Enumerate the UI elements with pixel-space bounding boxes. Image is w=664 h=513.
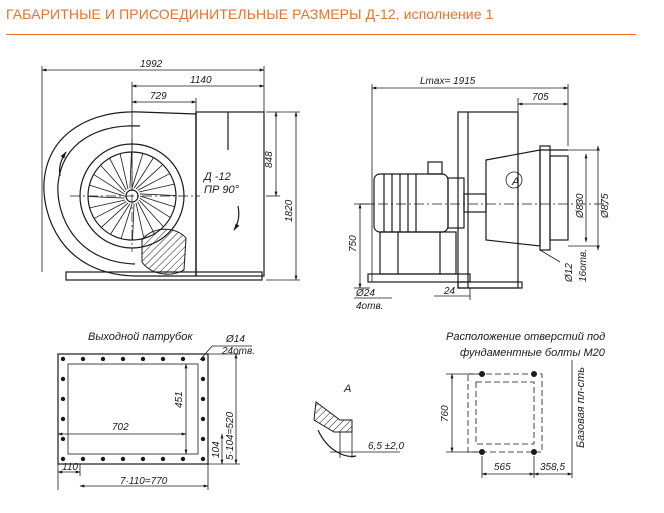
dim-702: 702 — [112, 422, 129, 433]
impeller-blade — [120, 203, 133, 239]
detail-a-view: A 6,5 ±2,0 — [313, 383, 405, 458]
dim-d830: Ø830 — [575, 193, 586, 219]
rotation-label: ПР 90° — [204, 184, 240, 196]
dim-d24: Ø24 — [355, 288, 375, 299]
dim-1820: 1820 — [284, 199, 295, 222]
bolt-hole — [80, 456, 86, 462]
bolt-hole — [180, 456, 186, 462]
impeller-blade — [135, 202, 145, 239]
impeller-blade — [93, 201, 127, 219]
dim-760: 760 — [440, 405, 451, 422]
impeller-blade — [93, 174, 125, 195]
impeller-blade — [137, 173, 171, 191]
title-underline — [6, 34, 636, 35]
bolt-hole — [60, 456, 66, 462]
dim-16holes: 16отв. — [578, 249, 589, 282]
outlet-caption: Выходной патрубок — [88, 331, 193, 343]
foundation-caption-1: Расположение отверстий под — [446, 331, 605, 343]
dim-d12: Ø12 — [564, 263, 575, 283]
impeller-blade — [131, 153, 144, 189]
impeller-blade — [89, 184, 125, 197]
bolt-hole — [120, 456, 126, 462]
dim-848: 848 — [264, 151, 275, 168]
dim-729: 729 — [150, 91, 167, 102]
detail-a-dim: 6,5 ±2,0 — [368, 441, 405, 452]
dim-104: 104 — [211, 441, 222, 458]
impeller-blade — [110, 203, 131, 235]
dim-7x110: 7·110=770 — [120, 476, 168, 487]
impeller-blade — [133, 157, 154, 189]
bolt-hole — [60, 396, 66, 402]
outlet-flange-view: Выходной патрубок Ø14 24отв. 451 702 104… — [57, 331, 255, 490]
impeller-blade — [139, 193, 177, 196]
detail-a-label: A — [343, 383, 351, 395]
impeller-blade — [138, 183, 175, 193]
dim-24: 24 — [443, 286, 456, 297]
dim-d875: Ø875 — [600, 193, 611, 219]
impeller-blade — [138, 199, 164, 228]
bolt-hole — [140, 456, 146, 462]
impeller-blade — [100, 164, 126, 193]
dim-1140: 1140 — [190, 75, 212, 86]
dim-565: 565 — [494, 462, 511, 473]
bolt-hole — [180, 356, 186, 362]
bolt-hole — [200, 436, 206, 442]
bolt-hole — [60, 416, 66, 422]
dim-d14: Ø14 — [225, 334, 245, 345]
impeller-blade — [132, 203, 135, 241]
bolt-hole — [80, 356, 86, 362]
dim-705: 705 — [532, 92, 549, 103]
impeller-blade — [119, 153, 129, 190]
bolt-hole — [200, 356, 206, 362]
front-view: 1992 1140 729 848 1820 Д -12 ПР 90° — [41, 59, 300, 281]
bolt-hole — [120, 356, 126, 362]
foundation-view: Расположение отверстий под фундаментные … — [440, 331, 606, 478]
bolt-hole — [100, 356, 106, 362]
section-mark-a: A — [511, 176, 519, 188]
dim-750: 750 — [348, 235, 359, 252]
model-label: Д -12 — [202, 171, 231, 183]
bolt-hole — [160, 356, 166, 362]
impeller-blade — [87, 196, 125, 199]
foundation-caption-2: фундаментные болты М20 — [460, 347, 606, 359]
bolt-hole — [200, 396, 206, 402]
page-title: ГАБАРИТНЫЕ И ПРИСОЕДИНИТЕЛЬНЫЕ РАЗМЕРЫ Д… — [6, 6, 494, 22]
bolt-hole — [200, 416, 206, 422]
dim-358-5: 358,5 — [540, 462, 565, 473]
dim-lmax: Lmax= 1915 — [420, 76, 476, 87]
dim-24holes: 24отв. — [221, 346, 255, 357]
impeller-blade — [135, 164, 164, 190]
impeller-blade — [109, 157, 127, 191]
bolt-hole — [100, 456, 106, 462]
impeller-blade — [89, 199, 126, 209]
impeller-blade — [129, 151, 132, 189]
bolt-hole — [140, 356, 146, 362]
side-view: A Lmax= 1915 705 750 Ø24 4отв. 24 Ø830 Ø… — [348, 76, 611, 312]
dim-451: 451 — [174, 391, 185, 408]
impeller-blade — [139, 197, 171, 218]
impeller-blade — [137, 201, 155, 235]
bolt-hole — [60, 436, 66, 442]
bolt-hole — [60, 356, 66, 362]
bolt-hole — [60, 376, 66, 382]
dim-5x104: 5·104=520 — [225, 411, 236, 460]
bolt-hole — [160, 456, 166, 462]
dim-1992: 1992 — [140, 59, 163, 70]
dim-110: 110 — [62, 462, 78, 473]
bolt-hole — [200, 456, 206, 462]
bolt-hole — [200, 376, 206, 382]
base-plane-label: Базовая пл-сть — [575, 367, 587, 448]
impeller-blade — [100, 202, 129, 228]
impeller-blade — [139, 195, 175, 208]
dim-4holes: 4отв. — [356, 301, 383, 312]
